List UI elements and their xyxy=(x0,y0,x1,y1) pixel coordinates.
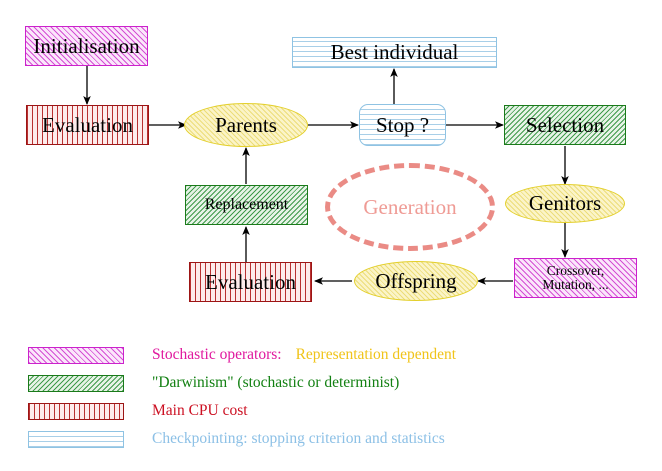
node-parents[interactable]: Parents xyxy=(184,103,308,147)
legend-row-checkpointing: Checkpointing: stopping criterion and st… xyxy=(28,426,445,452)
node-genitors[interactable]: Genitors xyxy=(505,184,625,223)
legend-swatch-red xyxy=(28,402,124,420)
legend-text-stochastic: Stochastic operators: Representation depe… xyxy=(152,346,456,364)
legend-row-darwinism: "Darwinism" (stochastic or determinist) xyxy=(28,370,399,396)
node-genitors-label: Genitors xyxy=(528,191,602,216)
node-selection-label: Selection xyxy=(525,112,605,137)
node-selection[interactable]: Selection xyxy=(504,105,626,145)
legend-swatch-blue xyxy=(28,430,124,448)
legend-row-stochastic: Stochastic operators: Representation depe… xyxy=(28,342,456,368)
legend: Stochastic operators: Representation depe… xyxy=(0,336,662,471)
node-evaluation-top-label: Evaluation xyxy=(42,112,133,137)
node-offspring[interactable]: Offspring xyxy=(354,261,478,301)
legend-swatch-magenta xyxy=(28,346,124,364)
node-crossover-mutation[interactable]: Crossover, Mutation, ... xyxy=(514,258,637,298)
node-evaluation-top[interactable]: Evaluation xyxy=(26,105,149,145)
node-best-individual[interactable]: Best individual xyxy=(292,37,497,68)
node-generation-label: Generation xyxy=(363,194,457,219)
legend-stochastic-label2: Representation dependent xyxy=(295,346,457,363)
node-stop[interactable]: Stop ? xyxy=(359,104,446,146)
legend-row-cpu: Main CPU cost xyxy=(28,398,248,424)
node-offspring-label: Offspring xyxy=(375,268,457,293)
node-best-individual-label: Best individual xyxy=(330,40,459,65)
legend-stochastic-label: Stochastic operators: xyxy=(152,346,282,363)
legend-swatch-green xyxy=(28,374,124,392)
node-crossover-line1: Crossover, xyxy=(546,262,605,278)
node-crossover-line2: Mutation, ... xyxy=(542,277,609,292)
node-evaluation-bottom[interactable]: Evaluation xyxy=(189,262,312,302)
legend-checkpointing-label: Checkpointing: stopping criterion and st… xyxy=(152,430,445,447)
node-parents-label: Parents xyxy=(215,112,277,137)
node-initialisation[interactable]: Initialisation xyxy=(25,26,148,66)
node-generation: Generation xyxy=(325,163,495,251)
node-evaluation-bottom-label: Evaluation xyxy=(205,269,296,294)
node-replacement[interactable]: Replacement xyxy=(185,185,308,225)
node-initialisation-label: Initialisation xyxy=(33,33,140,58)
legend-darwinism-label: "Darwinism" (stochastic or determinist) xyxy=(152,374,400,391)
node-replacement-label: Replacement xyxy=(204,195,289,213)
node-stop-label: Stop ? xyxy=(375,112,430,137)
legend-cpu-label: Main CPU cost xyxy=(152,402,248,419)
